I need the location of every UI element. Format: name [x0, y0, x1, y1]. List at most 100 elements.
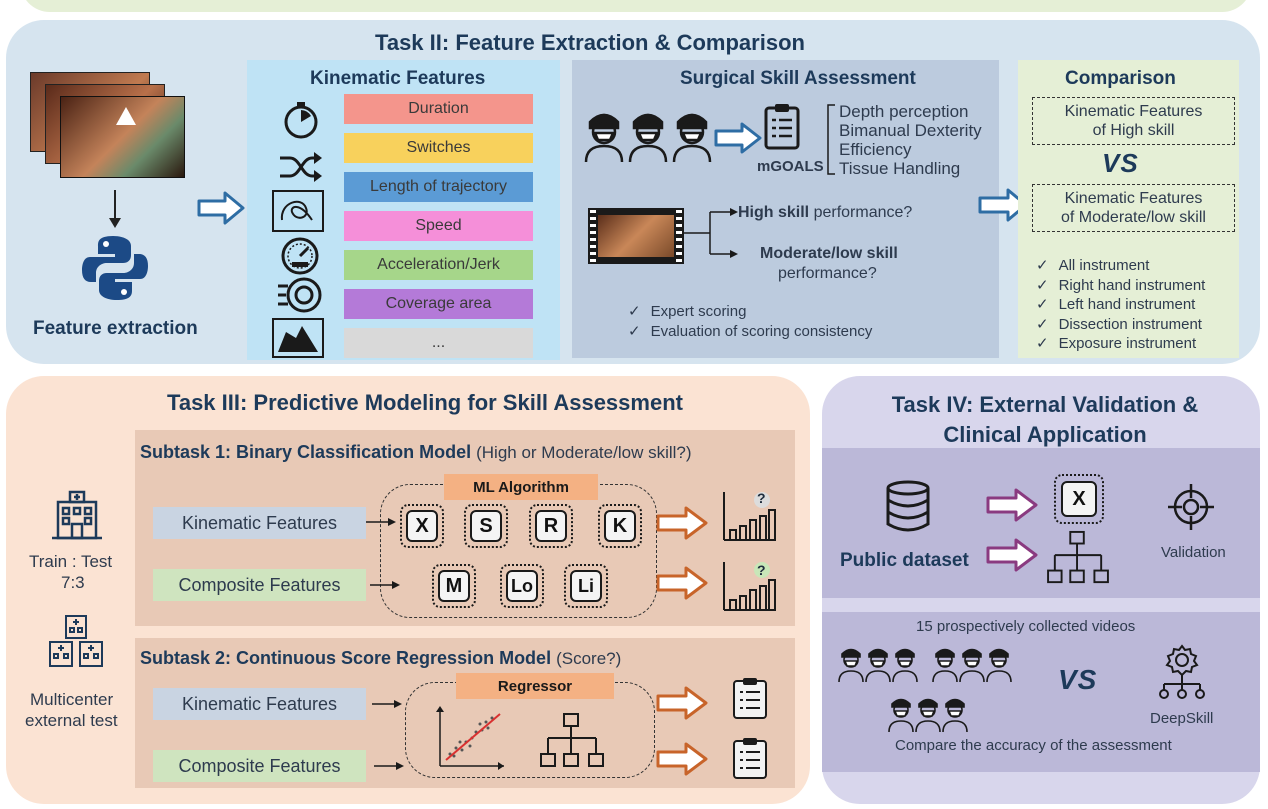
hollow-arrow-right-icon [197, 191, 245, 225]
feature-extraction-label: Feature extraction [33, 318, 198, 339]
task1-panel-edge [20, 0, 1252, 12]
check-item: Right hand instrument [1036, 276, 1206, 296]
kinematic-feature-list: Duration Switches Length of trajectory S… [344, 94, 533, 358]
bar-chart-icon [723, 492, 776, 541]
assessment-criteria-list: Depth perception Bimanual Dexterity Effi… [839, 102, 982, 178]
multicenter-hospitals-icon [49, 615, 103, 667]
score-clipboard-icon [733, 678, 767, 719]
feature-bar-switches: Switches [344, 133, 533, 163]
hollow-arrow-right-icon [656, 566, 708, 600]
surgeon-group-icon [838, 648, 918, 683]
subtask1-title-bold: Subtask 1: Binary Classification Model [140, 442, 472, 462]
mod-skill-question-line1: Moderate/low skill [760, 245, 898, 262]
scatter-plot-icon [436, 706, 504, 770]
surgical-video-icon [588, 208, 684, 264]
database-icon [886, 480, 930, 532]
feature-bar-speed: Speed [344, 211, 533, 241]
question-mark-label: ? [757, 490, 766, 506]
branch-arrows-icon [684, 208, 738, 258]
stopwatch-icon [284, 102, 318, 139]
chip-label: Lo [506, 570, 538, 602]
hollow-arrow-right-icon [656, 686, 708, 720]
chip-label: X [1061, 481, 1097, 517]
public-dataset-label: Public dataset [840, 550, 969, 571]
surgeon-group-icon [932, 648, 1012, 683]
surgeon-group-icon [888, 698, 968, 733]
hollow-arrow-right-icon [714, 122, 762, 154]
feature-bar-ellipsis: ... [344, 328, 533, 358]
feature-bar-acceleration-jerk: Acceleration/Jerk [344, 250, 533, 280]
criteria-item: Depth perception [839, 102, 969, 121]
task4-title-line2: Clinical Application [943, 422, 1147, 447]
high-skill-features-box: Kinematic Features of High skill [1032, 97, 1235, 145]
moderate-skill-features-box: Kinematic Features of Moderate/low skill [1032, 184, 1235, 232]
question-mark-label: ? [757, 562, 766, 578]
score-clipboard-icon [733, 738, 767, 779]
hollow-arrow-right-icon [986, 538, 1038, 572]
chip-label: M [438, 570, 470, 602]
regressor-label: Regressor [456, 673, 614, 699]
subtask2-title-bold: Subtask 2: Continuous Score Regression M… [140, 648, 552, 668]
hospital-icon [52, 490, 102, 540]
check-item: Exposure instrument [1036, 334, 1205, 354]
box-line: Kinematic Features [1064, 190, 1203, 207]
high-skill-bold: High skill [738, 204, 810, 221]
comparison-checks: All instrument Right hand instrument Lef… [1036, 256, 1206, 354]
speedometer-icon [281, 237, 319, 275]
criteria-item: Efficiency [839, 140, 912, 159]
train-test-label-line1: Train : Test [29, 552, 113, 571]
check-item: All instrument [1036, 256, 1205, 276]
decision-tree-icon [1047, 530, 1109, 584]
check-item: Left hand instrument [1036, 295, 1205, 315]
assessment-checks: Expert scoring Evaluation of scoring con… [628, 302, 873, 342]
chip-label: X [406, 510, 438, 542]
ml-chip-r: R [527, 502, 575, 550]
hollow-arrow-right-icon [986, 488, 1038, 522]
small-arrow-icon [372, 700, 402, 708]
ml-algorithm-label: ML Algorithm [444, 474, 598, 500]
small-arrow-icon [374, 762, 404, 770]
chip-label: Li [570, 570, 602, 602]
ml-chip-li: Li [562, 562, 610, 610]
high-skill-question: High skill performance? [738, 204, 912, 222]
down-arrow-icon [109, 190, 121, 228]
subtask1-title-rest: (High or Moderate/low skill?) [476, 443, 692, 462]
hollow-arrow-right-icon [978, 188, 1028, 222]
box-line: Kinematic Features [1064, 103, 1203, 120]
target-icon [1168, 484, 1214, 530]
chip-label: S [470, 510, 502, 542]
multicenter-label-line2: external test [25, 711, 118, 730]
check-item: Evaluation of scoring consistency [628, 322, 873, 342]
video-frames-icon [30, 72, 200, 182]
bar-chart-icon [723, 562, 776, 611]
task2-title: Task II: Feature Extraction & Comparison [375, 30, 805, 55]
comparison-title: Comparison [1065, 68, 1176, 89]
skill-assessment-title: Surgical Skill Assessment [680, 68, 916, 89]
small-arrow-icon [370, 581, 400, 589]
box-line: of High skill [1092, 122, 1175, 139]
decision-tree-icon [540, 713, 604, 767]
mgoals-label: mGOALS [757, 158, 824, 175]
acceleration-icon [278, 277, 322, 313]
ml-chip-lo: Lo [498, 562, 546, 610]
hollow-arrow-right-icon [656, 506, 708, 540]
task3-title: Task III: Predictive Modeling for Skill … [167, 390, 683, 415]
trajectory-icon [272, 190, 324, 232]
xgboost-chip-icon: X [1052, 472, 1106, 526]
box-line: of Moderate/low skill [1061, 209, 1206, 226]
task4-vs-label: VS [1058, 664, 1098, 695]
feature-bar-duration: Duration [344, 94, 533, 124]
gear-network-icon [1159, 644, 1205, 699]
hollow-arrow-right-icon [656, 742, 708, 776]
check-item: Expert scoring [628, 302, 872, 322]
multicenter-label-line1: Multicenter [30, 690, 114, 709]
coverage-area-icon [272, 318, 324, 358]
high-skill-rest: performance? [809, 204, 913, 221]
shuffle-icon [280, 152, 322, 182]
subtask2-title: Subtask 2: Continuous Score Regression M… [140, 648, 621, 669]
mod-skill-question-line2: performance? [778, 265, 877, 282]
criteria-item: Tissue Handling [839, 159, 961, 178]
subtask1-title: Subtask 1: Binary Classification Model (… [140, 442, 692, 463]
prospective-videos-label: 15 prospectively collected videos [916, 618, 1136, 635]
ml-chip-k: K [596, 502, 644, 550]
